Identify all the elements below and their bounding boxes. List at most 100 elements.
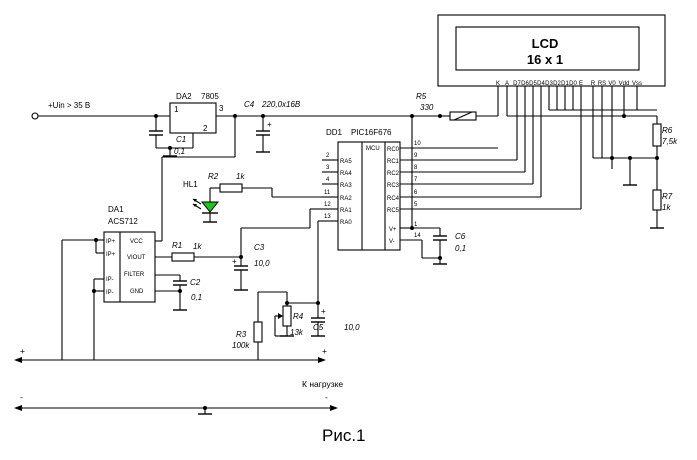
dd1-pin-rc5: RC5 5 [387,202,581,214]
dd1-pin-ra2: 11 RA2 [322,190,352,202]
r3-ref: R3 [236,330,247,339]
led-hl1: HL1 [183,180,220,223]
capacitor-c1: C1 0,1 [149,114,193,157]
lcd-pin-rs: RS [598,81,606,87]
da1-sensor: DA1 ACS712 IP+ IP+ IP- IP- VCC VIOUT FIL… [61,205,180,360]
c2-ref: C2 [190,278,201,287]
r4-ref: R4 [293,312,304,321]
c1-ref: C1 [176,135,186,144]
svg-text:5: 5 [414,202,418,208]
lcd-pin-r: R [591,81,596,87]
da2-pin1: 1 [174,105,179,114]
da2-part: 7805 [201,92,219,101]
svg-text:10: 10 [414,141,421,147]
minus-right: - [325,392,328,402]
svg-text:RC2: RC2 [387,171,400,177]
lcd-pin-d3: D3 [545,81,553,87]
resistor-r2: R2 1k [208,172,322,198]
dd1-part: PIC16F676 [351,128,392,137]
lcd-pin-k: K [496,81,500,87]
figure-caption: Рис.1 [322,426,366,445]
da1-pin-ip2: IP+ [106,252,116,258]
svg-text:3: 3 [326,165,330,171]
lcd-pin-d5: D5 [529,81,537,87]
lcd-module: LCD 16 x 1 K A D7 D6 D5 D4 D3 D2 D1 D0 E… [437,14,666,87]
c4-value: 220,0x16В [261,100,301,109]
da2-ref: DA2 [176,92,192,101]
load-label: К нагрузке [302,379,343,389]
da1-pin-im1: IP- [106,277,114,283]
capacitor-c2: C2 0,1 [173,275,202,311]
plus-left: + [20,346,25,356]
lcd-pin-vdd: Vdd [619,81,630,87]
vdd-rail [507,114,658,124]
dd1-pin-rc4: RC4 6 [387,190,541,202]
c6-value: 0,1 [455,244,466,253]
svg-text:2: 2 [326,153,330,159]
svg-text:11: 11 [324,190,331,196]
dd1-pin-rc1: RC1 9 [387,153,517,165]
svg-text:14: 14 [414,233,421,239]
input-terminal[interactable] [31,112,39,120]
lcd-pin-d0: D0 [569,81,577,87]
lcd-pin-d1: D1 [561,81,569,87]
da1-pin-im2: IP- [106,290,114,296]
dd1-pin-ra0: 13 RA0 [322,214,352,226]
r5-value: 330 [420,103,434,112]
svg-text:4: 4 [326,177,330,183]
svg-text:RA4: RA4 [340,171,352,177]
svg-text:RC0: RC0 [387,147,400,153]
svg-text:1: 1 [414,222,418,228]
svg-text:RA1: RA1 [340,208,352,214]
resistor-r3: R3 100k [232,292,263,360]
capacitor-c6: C6 0,1 [410,226,466,265]
r1-value: 1k [193,242,202,251]
c2-value: 0,1 [191,293,202,302]
da2-pin3: 3 [219,104,224,113]
c5-plus: + [321,307,326,316]
svg-text:RA2: RA2 [340,196,352,202]
r3-value: 100k [232,341,250,350]
lcd-pin-d7: D7 [513,81,521,87]
ra0-net [287,220,322,305]
dd1-pin-ra1: 12 RA1 [322,202,352,214]
dd1-pin-ra4: 3 RA4 [322,165,352,177]
svg-text:6: 6 [414,190,418,196]
dd1-pin-rc3: RC3 7 [387,177,533,189]
r4-value: 13k [290,328,304,337]
da1-pin-vcc: VCC [130,239,143,245]
r2-ref: R2 [208,172,219,181]
dd1-pin-ra5: 2 RA5 [322,153,352,165]
svg-text:RA0: RA0 [340,220,352,226]
c5-value: 10,0 [344,323,360,332]
svg-text:RA3: RA3 [340,183,352,189]
dd1-mcu: DD1 PIC16F676 MCU 2 RA5 3 RA4 4 RA3 11 R… [322,128,581,258]
da1-pin-filter: FILTER [124,272,145,278]
minus-left: - [20,392,23,402]
resistor-r7: R7 1k [650,189,673,229]
da1-ref: DA1 [108,205,124,214]
svg-text:RC4: RC4 [387,196,400,202]
da1-pin-viout: VIOUT [127,255,146,261]
dd1-ref: DD1 [326,128,343,137]
svg-text:RC5: RC5 [387,208,400,214]
c4-plus: + [267,120,272,129]
lcd-pin-e: E [579,81,583,87]
plus-right: + [322,346,327,356]
lcd-pin-d6: D6 [521,81,529,87]
svg-text:9: 9 [414,153,418,159]
da2-pin2: 2 [203,124,208,133]
lcd-pin-a: A [505,81,509,87]
plus-rail: + + [14,346,327,363]
dd1-mcu-label: MCU [366,146,380,152]
svg-text:12: 12 [324,202,331,208]
input-rail: +Uin > 35 В [31,101,170,120]
dd1-pin-rc0: RC0 10 [387,141,498,153]
r6-value: 7,5k [662,137,678,146]
hl1-ref: HL1 [183,180,198,189]
r6-ref: R6 [662,126,673,135]
da1-pin-gnd: GND [130,289,144,295]
lcd-pin-v0: V0 [608,81,616,87]
c1-value: 0,1 [174,147,185,156]
